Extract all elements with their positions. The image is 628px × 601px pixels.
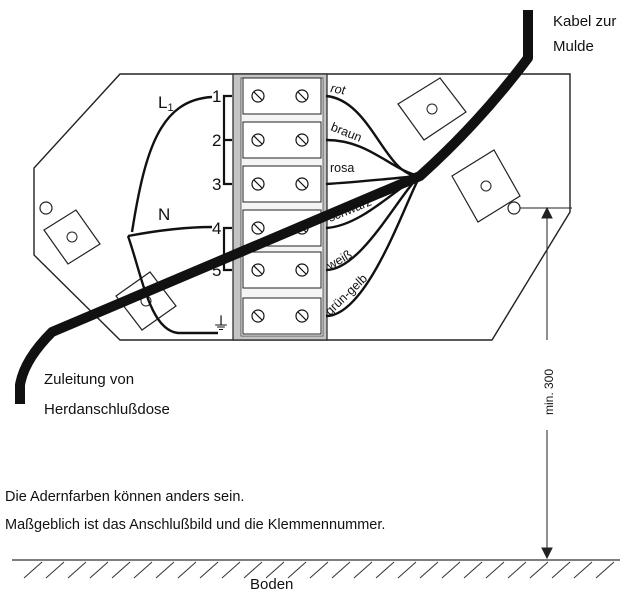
right-wires xyxy=(325,94,422,318)
floor-hatching xyxy=(12,559,620,579)
screw-hole-left xyxy=(39,201,53,215)
mounting-tab-left xyxy=(43,209,101,265)
terminal-2 xyxy=(242,121,322,159)
mounting-tab-top-right xyxy=(397,77,467,141)
terminal-1 xyxy=(242,77,322,115)
terminal-6 xyxy=(242,297,322,335)
bridge-4-5 xyxy=(222,226,232,272)
terminal-block xyxy=(232,73,328,341)
terminal-number: 1 xyxy=(212,87,221,106)
neutral-label: N xyxy=(158,205,170,224)
cable-top-label-line1: Kabel zur xyxy=(553,13,616,30)
note-line1: Die Adernfarben können anders sein. xyxy=(5,489,244,505)
bridge-1-2-3 xyxy=(222,94,232,186)
left-wires xyxy=(126,95,218,335)
phase-label: L1 xyxy=(158,93,174,114)
terminal-number: 3 xyxy=(212,175,221,194)
cable-top-label-line2: Mulde xyxy=(553,38,594,55)
wire-color-label: rot xyxy=(329,81,346,97)
terminal-number: 4 xyxy=(212,219,221,238)
mounting-tab-right xyxy=(451,149,521,223)
terminal-number: 5 xyxy=(212,261,221,280)
cable-bottom-label-line1: Zuleitung von xyxy=(44,371,134,388)
terminal-number: 2 xyxy=(212,131,221,150)
floor-label: Boden xyxy=(250,576,293,593)
terminal-5 xyxy=(242,251,322,289)
cable-bottom-label-line2: Herdanschlußdose xyxy=(44,401,170,418)
screw-hole-right xyxy=(507,201,521,215)
terminal-3 xyxy=(242,165,322,203)
dimension-label: min. 300 xyxy=(542,369,556,415)
wire-color-label: rosa xyxy=(330,161,354,175)
dimension-line xyxy=(520,206,572,560)
note-line2: Maßgeblich ist das Anschlußbild und die … xyxy=(5,517,385,533)
ground-symbol: ⏚ xyxy=(212,314,230,334)
supply-cable xyxy=(15,10,533,404)
